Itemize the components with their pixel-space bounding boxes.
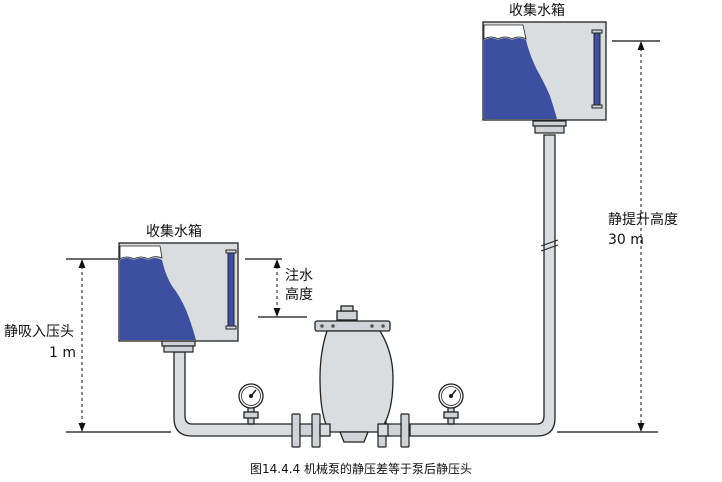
static-lift-title: 静提升高度 [608, 211, 678, 228]
pump-vent [336, 310, 358, 321]
upper-collection-tank [482, 21, 607, 121]
pump-top-flange [314, 320, 391, 332]
fill-height-label-line2: 高度 [285, 286, 313, 303]
inlet-flange-1 [291, 413, 301, 448]
dimension-arrows [78, 41, 645, 432]
discharge-pipe [409, 134, 556, 437]
reference-lines [66, 40, 660, 433]
mechanical-pump [314, 305, 394, 443]
outlet-flange-2 [400, 413, 410, 448]
lower-tank-label: 收集水箱 [146, 223, 202, 240]
lower-collection-tank [118, 242, 239, 342]
static-suction-title: 静吸入压头 [4, 324, 74, 340]
upper-tank-label: 收集水箱 [509, 2, 565, 19]
right-pressure-gauge [438, 383, 464, 425]
left-pressure-gauge [238, 383, 264, 425]
suction-pipe [173, 351, 301, 437]
pipe-break-mark [540, 239, 559, 252]
lower-tank-level-gauge [225, 249, 237, 330]
figure-caption: 图14.4.4 机械泵的静压差等于泵后静压头 [250, 461, 472, 476]
fill-height-label-line1: 注水 [285, 268, 313, 284]
pump-body [319, 330, 394, 433]
static-suction-value: 1 m [49, 345, 76, 361]
upper-tank-level-gauge [591, 29, 603, 109]
lower-tank-water [120, 258, 196, 340]
inlet-flange-2 [311, 413, 321, 448]
static-lift-value: 30 m [608, 232, 644, 248]
lower-tank-flange [161, 340, 196, 347]
upper-tank-water [484, 38, 557, 119]
upper-tank-flange [532, 120, 567, 127]
